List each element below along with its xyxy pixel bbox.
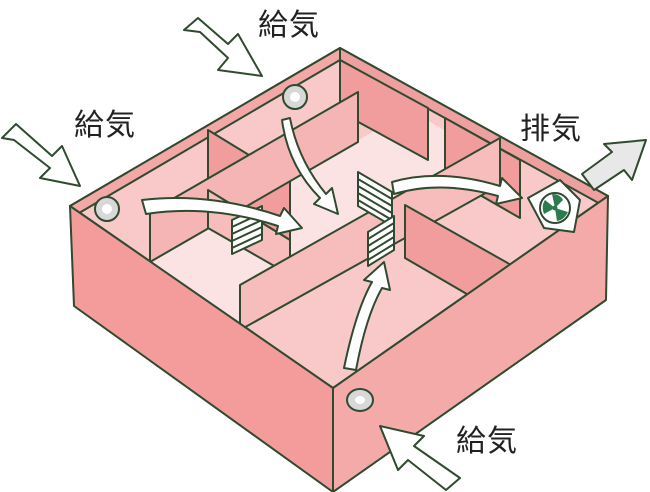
round-vent-icon [282,84,308,110]
supply-arrow-bottom [379,425,461,491]
supply-label-left: 給気 [74,108,136,143]
exhaust-arrow-right [581,139,647,191]
ventilation-fan-icon [527,179,581,233]
supply-label-top: 給気 [258,8,320,43]
louver-grille-icon [367,215,395,267]
front-wall-right [332,195,609,492]
front-wall-left [69,205,334,492]
airflow-arrow-to-fan [391,174,523,205]
corridor-floor [150,110,520,330]
round-vent-icon [94,196,120,222]
louver-grille-icon [357,171,393,227]
supply-arrow-left [1,123,81,187]
supply-label-bottom: 給気 [456,424,518,459]
round-vent-icon [346,388,374,412]
airflow-arrow-bottom-room [343,261,391,371]
supply-arrow-top [183,17,263,77]
airflow-arrow-left-room [141,197,303,235]
partition-back-2 [339,59,429,161]
exhaust-label-right: 排気 [520,112,582,147]
corridor-wall-left [149,91,359,263]
airflow-arrow-top-room [281,117,339,215]
